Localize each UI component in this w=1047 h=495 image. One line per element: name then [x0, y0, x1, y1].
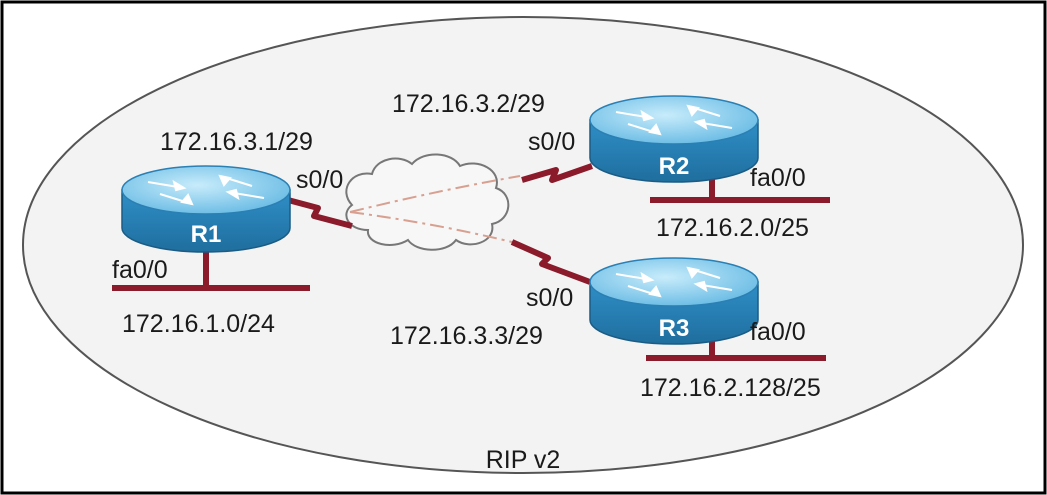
router-r2-label: R2: [659, 153, 690, 180]
serial-links: [287, 163, 593, 285]
serial-link-r2: [521, 163, 593, 183]
r2-wan-ip: 172.16.3.2/29: [392, 90, 545, 118]
r1-wan-iface: s0/0: [296, 166, 343, 194]
r3-lan-iface: fa0/0: [750, 318, 806, 346]
router-icon[interactable]: R3: [589, 257, 759, 345]
router-r1-label: R1: [191, 221, 222, 248]
r1-wan-ip: 172.16.3.1/29: [160, 128, 313, 156]
vc-r1-r3: [349, 211, 521, 245]
router-r3-label: R3: [659, 315, 690, 342]
vc-r1-r2: [349, 175, 521, 213]
frame-relay-cloud-icon: [345, 153, 510, 251]
r1-lan-net: 172.16.1.0/24: [122, 310, 275, 338]
routing-domain-label: RIP v2: [486, 446, 561, 474]
r2-lan-net: 172.16.2.0/25: [656, 214, 809, 242]
router-icon[interactable]: R2: [589, 95, 759, 183]
r1-lan-iface: fa0/0: [112, 256, 168, 284]
r3-wan-iface: s0/0: [526, 284, 573, 312]
virtual-circuits: [349, 175, 521, 245]
r3-lan-net: 172.16.2.128/25: [640, 374, 821, 402]
r2-lan-iface: fa0/0: [750, 164, 806, 192]
lan-segment-r1: [112, 252, 310, 291]
serial-link-r3: [510, 239, 592, 285]
router-icon[interactable]: R1: [121, 165, 291, 253]
serial-link-r1: [287, 197, 353, 229]
r2-wan-iface: s0/0: [528, 128, 575, 156]
r3-wan-ip: 172.16.3.3/29: [390, 322, 543, 350]
